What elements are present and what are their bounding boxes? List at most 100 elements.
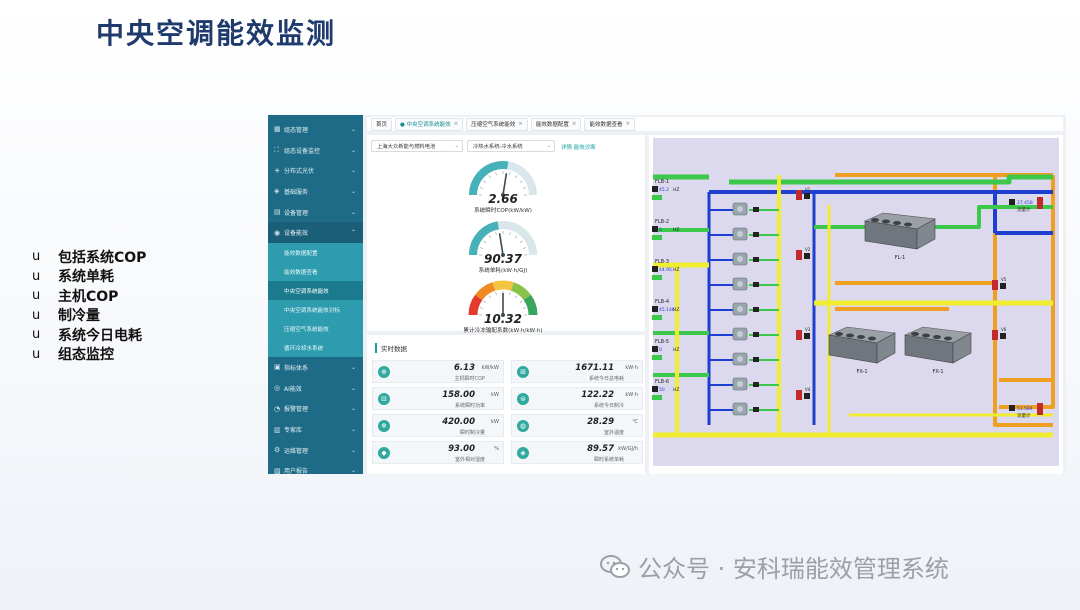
gauge-tick bbox=[480, 307, 484, 309]
sidebar-item-label: 设备能效 bbox=[284, 230, 309, 238]
pump-reading: 0 bbox=[659, 347, 662, 353]
sidebar-subitem[interactable]: 中央空调系统能效对标 bbox=[268, 300, 363, 320]
metric-label: 主机瞬时COP bbox=[454, 376, 485, 382]
valve-label: V5 bbox=[1001, 277, 1007, 282]
gauge-tick bbox=[522, 247, 526, 249]
gauge-tick bbox=[483, 180, 487, 183]
gauge-tick bbox=[495, 232, 497, 236]
sidebar-item[interactable]: ▣指标体系⌄ bbox=[268, 357, 363, 378]
pump-motor bbox=[737, 231, 743, 237]
valve bbox=[796, 250, 802, 260]
sidebar-item[interactable]: ◈基础服务⌄ bbox=[268, 181, 363, 202]
pump-label: FLB-6 bbox=[655, 379, 669, 385]
metric-value: 1671.11 bbox=[575, 363, 614, 373]
valve bbox=[1037, 197, 1043, 209]
gauge-dial bbox=[469, 221, 537, 257]
sidebar-item[interactable]: ◔报警管理⌄ bbox=[268, 399, 363, 420]
chiller-unit bbox=[827, 326, 896, 364]
menu-icon: ⚙ bbox=[274, 446, 281, 455]
meter-label: 流量计 bbox=[1017, 412, 1031, 419]
status-tag bbox=[753, 307, 759, 312]
sidebar-item[interactable]: ▤设备管理⌄ bbox=[268, 202, 363, 223]
close-icon[interactable]: × bbox=[625, 121, 631, 127]
status-indicator bbox=[652, 235, 662, 240]
sidebar-item[interactable]: ◎AI能效⌄ bbox=[268, 378, 363, 399]
pump-reading: 0 bbox=[659, 227, 662, 233]
tab-item[interactable]: ● 中央空调系统能效× bbox=[395, 117, 464, 131]
watermark-text: 公众号 · 安科瑞能效管理系统 bbox=[638, 555, 949, 583]
close-icon[interactable]: × bbox=[518, 121, 523, 127]
pump-label: FLB-4 bbox=[655, 299, 669, 305]
chevron-down-icon: ⌄ bbox=[350, 208, 356, 216]
metric-value: 420.00 bbox=[442, 417, 475, 427]
status-tag bbox=[753, 332, 759, 337]
menu-icon: ◔ bbox=[274, 404, 281, 413]
sidebar-subitem[interactable]: 循环冷却水系统 bbox=[268, 338, 363, 358]
sidebar-item[interactable]: ▦组态管理⌄ bbox=[268, 119, 363, 140]
status-tag bbox=[753, 282, 759, 287]
gauge-value: 90.37 bbox=[484, 252, 522, 266]
system-select[interactable]: 冷热水系统-冷水系统 ⌄ bbox=[467, 140, 555, 152]
site-select[interactable]: 上海大众新能与燃料电池 ⌄ bbox=[371, 140, 463, 152]
sidebar-item-label: 运维管理 bbox=[284, 447, 309, 455]
metric-value: 158.00 bbox=[442, 390, 475, 400]
sidebar-item[interactable]: ⛶组态设备监控⌄ bbox=[268, 140, 363, 161]
hz-label: HZ bbox=[673, 227, 679, 233]
metric-icon: ◍ bbox=[517, 420, 529, 432]
sidebar-item-label: 分布式光伏 bbox=[284, 168, 315, 176]
bullet-text: 系统单耗 bbox=[58, 269, 114, 286]
metric-label: 瞬时制冷量 bbox=[459, 430, 485, 436]
chiller-unit bbox=[863, 212, 936, 250]
valve bbox=[796, 330, 802, 340]
sidebar-item-label: 用户报告 bbox=[284, 468, 309, 474]
valve-label: V3 bbox=[805, 327, 811, 332]
chevron-down-icon: ⌄ bbox=[350, 363, 356, 371]
system-select-value: 冷热水系统-冷水系统 bbox=[473, 144, 523, 150]
sidebar-item[interactable]: ⚙运维管理⌄ bbox=[268, 440, 363, 461]
gauge-value: 10.32 bbox=[484, 312, 522, 326]
cooling-water-pipe bbox=[729, 174, 1053, 185]
close-icon[interactable]: × bbox=[571, 121, 577, 127]
tab-label: 能效数据配置 bbox=[535, 122, 569, 128]
sidebar-subitem[interactable]: 压缩空气系统能效 bbox=[268, 319, 363, 339]
status-tag bbox=[652, 346, 658, 352]
tab-item[interactable]: 能效数据查看× bbox=[584, 117, 636, 131]
sidebar-item[interactable]: ▥专家库⌄ bbox=[268, 419, 363, 440]
chevron-down-icon: ⌄ bbox=[350, 384, 356, 392]
sidebar-item-label: 设备管理 bbox=[284, 209, 309, 217]
gauge-label: 系统单耗(kW·h/GJ) bbox=[478, 268, 528, 274]
sidebar-subitem[interactable]: 能效数据配置 bbox=[268, 243, 363, 263]
gauge-value: 2.66 bbox=[488, 192, 518, 206]
gauge-band bbox=[523, 294, 538, 316]
metric-unit: ℃ bbox=[632, 419, 638, 425]
tab-item[interactable]: 压缩空气系统能效× bbox=[466, 117, 528, 131]
pump-motor bbox=[737, 406, 743, 412]
metric-unit: kW·h bbox=[625, 392, 638, 398]
gauge-tick bbox=[515, 175, 518, 179]
tab-item[interactable]: 首页 bbox=[371, 117, 393, 131]
gauge-fill bbox=[469, 221, 500, 256]
chevron-down-icon: ⌄ bbox=[454, 143, 459, 149]
sidebar-item[interactable]: ◉设备能效⌃ bbox=[268, 222, 363, 244]
tab-item[interactable]: 能效数据配置× bbox=[530, 117, 582, 131]
sidebar-item[interactable]: ☀分布式光伏⌄ bbox=[268, 160, 363, 181]
gauge-band bbox=[475, 282, 496, 301]
gauge-tick bbox=[509, 172, 511, 176]
metric-unit: kW/GJ/h bbox=[618, 446, 638, 452]
bullet-marker: u bbox=[32, 307, 41, 323]
metric-unit: kW bbox=[491, 392, 499, 398]
gauge-label: 系统瞬时COP(kW/kW) bbox=[474, 208, 532, 214]
sidebar-subitem[interactable]: 中央空调系统能效 bbox=[268, 281, 363, 301]
sidebar-item[interactable]: ▧用户报告⌄ bbox=[268, 461, 363, 474]
menu-icon: ▧ bbox=[274, 466, 281, 474]
diagnosis-link[interactable]: 详情 能效诊断 bbox=[561, 145, 596, 151]
metric-icon: ◆ bbox=[378, 447, 390, 459]
sidebar-subitem[interactable]: 能效数据查看 bbox=[268, 262, 363, 282]
close-icon[interactable]: × bbox=[453, 121, 459, 127]
metric-label: 室外温度 bbox=[603, 430, 624, 436]
chevron-down-icon: ⌄ bbox=[350, 167, 356, 175]
gauge-tick bbox=[519, 240, 523, 243]
